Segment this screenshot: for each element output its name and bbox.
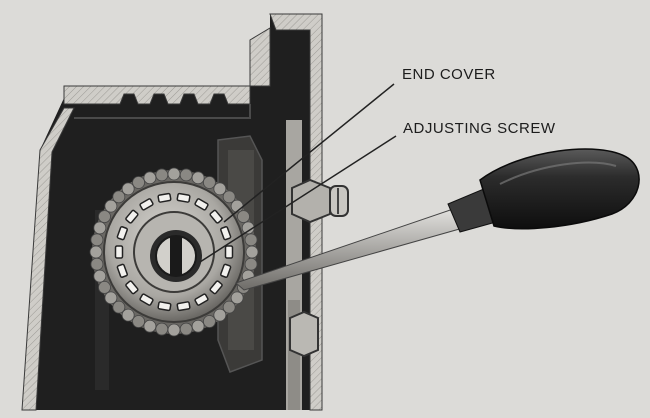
screwdriver: [235, 148, 640, 291]
leader-line-adjusting-screw: [199, 135, 397, 263]
end-cover-label: END COVER: [402, 66, 496, 83]
locking-nut: [291, 178, 349, 224]
adjusting-screw-label: ADJUSTING SCREW: [403, 120, 556, 137]
cover-slots: [114, 192, 234, 312]
adjusting-screw: [150, 230, 202, 282]
lower-nut: [289, 310, 319, 358]
leader-line-end-cover: [223, 83, 395, 223]
knurl-teeth: [89, 167, 259, 337]
